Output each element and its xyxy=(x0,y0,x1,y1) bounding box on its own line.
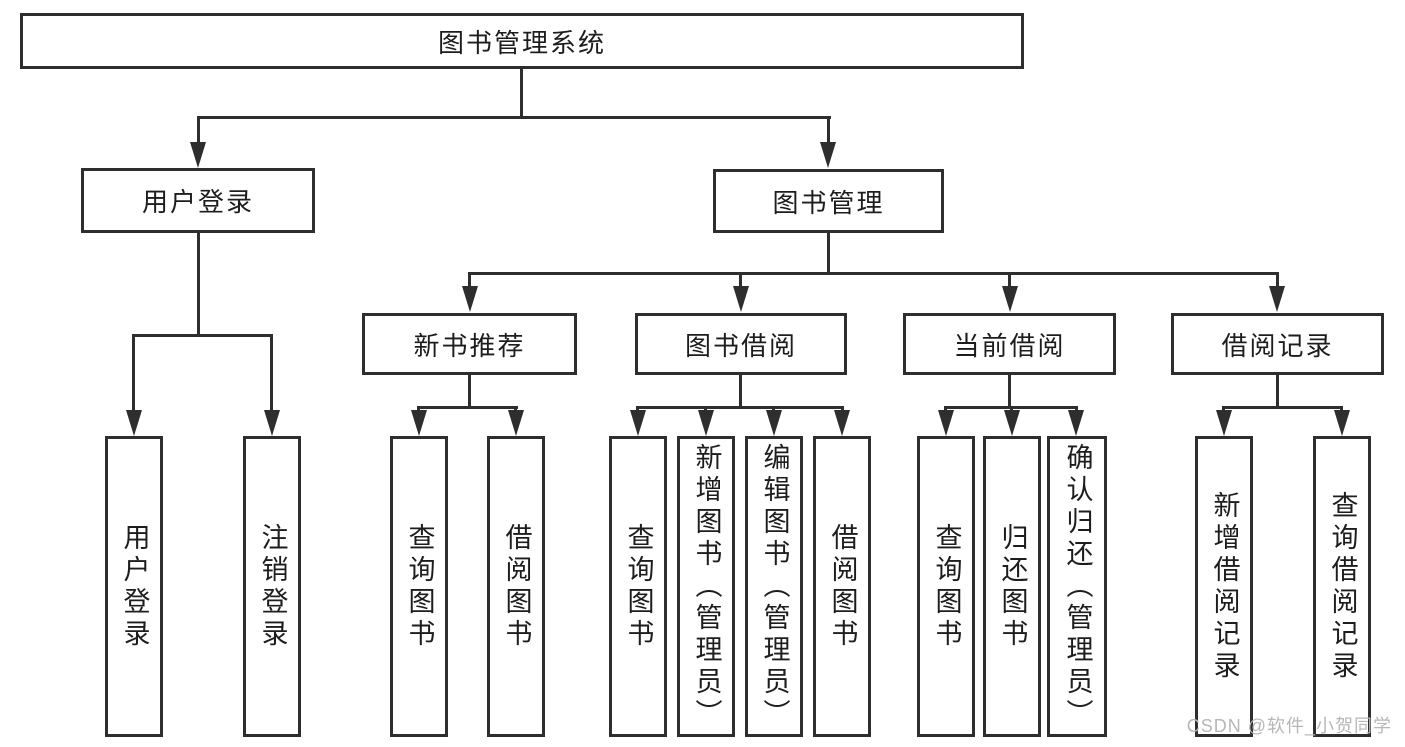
connector-line xyxy=(417,406,518,409)
connector-line xyxy=(1008,375,1011,409)
watermark-text: CSDN @软件_小贺同学 xyxy=(1186,716,1392,736)
arrow-down-icon xyxy=(1216,410,1232,436)
connector-line xyxy=(270,334,273,412)
connector-line xyxy=(827,116,830,144)
arrow-down-icon xyxy=(733,286,749,312)
connector-line xyxy=(1340,406,1343,413)
node-new-book-recommend: 新书推荐 xyxy=(362,313,577,375)
node-library-management-system: 图书管理系统 xyxy=(20,13,1024,69)
arrow-down-icon xyxy=(1002,286,1018,312)
arrow-down-icon xyxy=(938,410,954,436)
leaf-return-books: 归还图书 xyxy=(983,436,1041,737)
arrow-down-icon xyxy=(834,410,850,436)
arrow-down-icon xyxy=(1004,410,1020,436)
connector-line xyxy=(1222,406,1343,409)
connector-line xyxy=(197,233,200,337)
leaf-logout: 注销登录 xyxy=(243,436,301,737)
node-book-management: 图书管理 xyxy=(713,169,944,233)
node-borrowing-records: 借阅记录 xyxy=(1171,313,1384,375)
arrow-down-icon xyxy=(766,410,782,436)
arrow-down-icon xyxy=(1068,410,1084,436)
leaf-edit-book-admin: 编辑图书（管理员） xyxy=(745,436,803,737)
connector-line xyxy=(841,406,844,413)
arrow-down-icon xyxy=(820,142,836,168)
connector-line xyxy=(417,406,420,413)
connector-line xyxy=(468,272,1279,275)
leaf-borrow-books-recommend: 借阅图书 xyxy=(487,436,545,737)
leaf-add-borrow-record: 新增借阅记录 xyxy=(1195,436,1253,737)
arrow-down-icon xyxy=(190,142,206,168)
connector-line xyxy=(1008,272,1011,288)
arrow-down-icon xyxy=(1269,286,1285,312)
connector-line xyxy=(514,406,517,413)
node-book-borrowing: 图书借阅 xyxy=(635,313,847,375)
node-user-login: 用户登录 xyxy=(81,168,315,233)
connector-line xyxy=(704,406,707,413)
arrow-down-icon xyxy=(630,410,646,436)
connector-line xyxy=(132,334,135,412)
leaf-user-login: 用户登录 xyxy=(105,436,163,737)
arrow-down-icon xyxy=(264,410,280,436)
connector-line xyxy=(1075,406,1078,413)
connector-line xyxy=(636,406,844,409)
connector-line xyxy=(1276,375,1279,409)
leaf-borrow-books-borrow: 借阅图书 xyxy=(813,436,871,737)
leaf-query-borrow-record: 查询借阅记录 xyxy=(1313,436,1371,737)
arrow-down-icon xyxy=(698,410,714,436)
connector-line xyxy=(197,116,831,119)
leaf-add-book-admin: 新增图书（管理员） xyxy=(677,436,735,737)
node-current-borrowing: 当前借阅 xyxy=(903,313,1116,375)
arrow-down-icon xyxy=(411,410,427,436)
connector-line xyxy=(636,406,639,413)
leaf-query-books-recommend: 查询图书 xyxy=(390,436,448,737)
connector-line xyxy=(132,334,273,337)
connector-line xyxy=(468,272,471,288)
connector-line xyxy=(827,233,830,275)
connector-line xyxy=(197,116,200,144)
leaf-query-books-borrow: 查询图书 xyxy=(609,436,667,737)
arrow-down-icon xyxy=(126,410,142,436)
connector-line xyxy=(772,406,775,413)
leaf-confirm-return-admin: 确认归还（管理员） xyxy=(1047,436,1107,737)
connector-line xyxy=(1222,406,1225,413)
arrow-down-icon xyxy=(508,410,524,436)
connector-line xyxy=(944,406,947,413)
connector-line xyxy=(739,375,742,409)
connector-line xyxy=(468,375,471,409)
arrow-down-icon xyxy=(462,286,478,312)
connector-line xyxy=(520,69,523,119)
connector-line xyxy=(1276,272,1279,288)
connector-line xyxy=(739,272,742,288)
leaf-query-books-current: 查询图书 xyxy=(917,436,975,737)
arrow-down-icon xyxy=(1334,410,1350,436)
connector-line xyxy=(1010,406,1013,413)
